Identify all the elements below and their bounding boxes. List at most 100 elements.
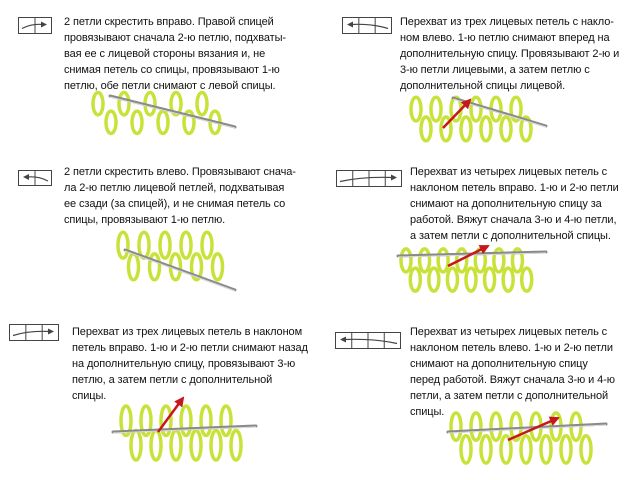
- yarn-loop: [445, 266, 460, 293]
- yarn-loop: [479, 115, 493, 143]
- knitting-illustration: [409, 95, 548, 143]
- cross-right-2-symbol-icon: [18, 17, 52, 34]
- yarn-loop: [104, 109, 118, 136]
- yarn-loop: [179, 404, 193, 438]
- yarn-loop: [510, 247, 525, 274]
- text-line: Перехват из трех лицевых петель с накло-: [400, 16, 614, 28]
- red-arrow-icon: [460, 98, 472, 110]
- text-line: дополнительную спицу. Провязывают 2-ю и: [400, 48, 620, 60]
- cable-left-4-symbol-icon: [335, 332, 401, 349]
- yarn-loop: [519, 115, 533, 143]
- text-line: снимают на дополнительную спицу за: [410, 198, 602, 210]
- yarn-loop: [126, 252, 141, 282]
- text-line: на дополнительную спицу, провязывают 3-ю: [72, 358, 296, 370]
- yarn-loop: [158, 230, 172, 260]
- symbol-frame: [342, 17, 392, 34]
- instruction-text: Перехват из трех лицевых петель с накло-…: [400, 14, 619, 94]
- yarn-loop: [91, 90, 105, 117]
- text-line: наклоном петель влево. 1-ю и 2-ю петли: [410, 342, 613, 354]
- yarn-loop: [130, 109, 144, 136]
- yarn-loop: [139, 404, 153, 438]
- symbol-arrow-line: [343, 338, 398, 345]
- yarn-loop: [182, 109, 196, 136]
- text-line: перед работой. Вяжут сначала 3-ю и 4-ю: [410, 374, 615, 386]
- text-line: ее сзади (за спицей), и не снимая петель…: [64, 198, 286, 210]
- text-line: петлю, обе петли снимают с левой спицы.: [64, 80, 276, 92]
- text-line: спицы, провязывают 1-ю петлю.: [64, 214, 226, 226]
- yarn-loop: [189, 252, 204, 282]
- yarn-loop: [469, 411, 483, 443]
- yarn-loop: [482, 266, 497, 293]
- yarn-loop: [579, 433, 593, 465]
- text-line: петли, а затем петли с дополнительной: [410, 390, 609, 402]
- text-line: ном влево. 1-ю петлю снимают вперед на: [400, 32, 610, 44]
- text-line: петель вправо. 1-ю и 2-ю петли снимают н…: [72, 342, 308, 354]
- yarn-loop: [169, 90, 183, 117]
- text-line: спицы.: [410, 406, 445, 418]
- yarn-loop: [117, 90, 131, 117]
- needle: [446, 422, 608, 434]
- cable-right-4-symbol-icon: [336, 170, 402, 187]
- needle-highlight: [112, 426, 257, 434]
- instruction-text: 2 петли скрестить влево. Провязывают сна…: [64, 164, 296, 228]
- text-line: 3-ю петли лицевыми, а затем петлю с: [400, 64, 590, 76]
- yarn-loop: [479, 433, 493, 465]
- red-arrow-icon: [478, 245, 490, 255]
- yarn-loop: [436, 247, 450, 274]
- text-line: провязывают сначала 2-ю петлю, подхваты-: [64, 32, 286, 44]
- red-arrow-shaft: [507, 416, 559, 442]
- text-line: ла 2-ю петлю лицевой петлей, подхватывая: [64, 182, 285, 194]
- text-line: вая ее с лицевой стороны вязания и, не: [64, 48, 266, 60]
- instruction-text: Перехват из трех лицевых петель в наклон…: [72, 324, 308, 404]
- symbol-arrow-line: [339, 176, 394, 183]
- text-line: снимают на дополнительную спицу: [410, 358, 588, 370]
- yarn-loop: [209, 428, 223, 462]
- text-line: петлю, а затем петли с дополнительной: [72, 374, 273, 386]
- symbol-frame: [9, 324, 59, 341]
- cross-left-2-symbol-icon: [18, 170, 52, 186]
- arrow-right-icon: [391, 174, 397, 181]
- yarn-loop: [439, 115, 453, 143]
- yarn-loop: [179, 230, 193, 260]
- symbol-arrow-line: [350, 23, 389, 30]
- cable-left-3-symbol-icon: [342, 17, 392, 34]
- yarn-loop: [210, 252, 225, 282]
- yarn-loop: [156, 109, 170, 136]
- yarn-loop: [449, 411, 463, 443]
- symbol-arrow-line: [12, 330, 51, 337]
- text-line: Перехват из четырех лицевых петель с: [410, 166, 608, 178]
- yarn-loop: [119, 404, 133, 438]
- yarn-loop: [499, 433, 513, 465]
- yarn-loop: [559, 433, 573, 465]
- yarn-loop: [169, 428, 183, 462]
- arrow-right-icon: [48, 328, 54, 335]
- yarn-loop: [417, 247, 432, 274]
- yarn-loop: [489, 411, 503, 443]
- text-line: 2 петли скрестить вправо. Правой спицей: [64, 16, 274, 28]
- yarn-loop: [147, 252, 162, 282]
- text-line: спицы.: [72, 390, 107, 402]
- arrow-left-icon: [347, 21, 353, 28]
- yarn-loop: [116, 230, 130, 260]
- needle-highlight: [124, 250, 236, 292]
- yarn-loop: [229, 428, 243, 462]
- needle-highlight: [109, 96, 236, 129]
- instruction-text: 2 петли скрестить вправо. Правой спицей п…: [64, 14, 286, 94]
- needle-highlight: [447, 424, 607, 434]
- yarn-loop: [539, 433, 553, 465]
- arrow-right-icon: [41, 21, 47, 28]
- yarn-loop: [149, 428, 163, 462]
- yarn-loop: [399, 247, 413, 274]
- yarn-loop: [469, 95, 483, 123]
- needle: [123, 248, 237, 292]
- yarn-loop: [200, 230, 214, 260]
- arrow-left-icon: [23, 174, 29, 180]
- yarn-loop: [499, 115, 513, 143]
- yarn-loop: [459, 433, 473, 465]
- yarn-loop: [199, 404, 213, 438]
- knitting-illustration: [111, 396, 258, 462]
- knitting-illustration: [446, 411, 608, 465]
- yarn-loop: [189, 428, 203, 462]
